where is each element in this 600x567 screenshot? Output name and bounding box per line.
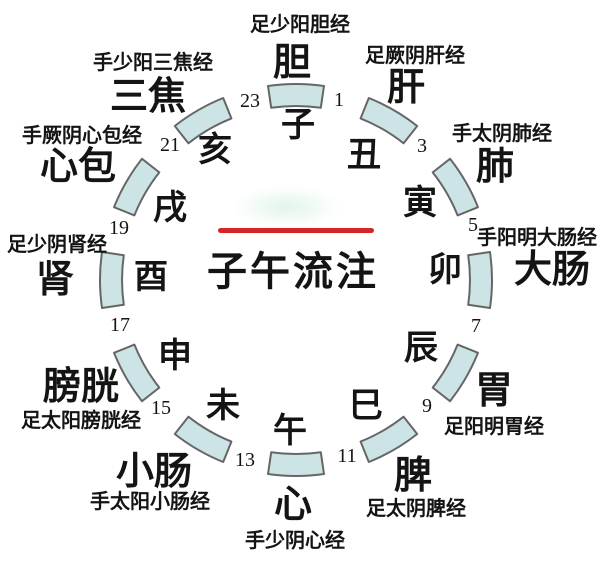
hour-mark-11: 11 <box>337 445 357 467</box>
organ-large-intestine: 大肠 <box>513 249 591 291</box>
hour-mark-5: 5 <box>468 214 478 236</box>
meridian-small-intestine: 手太阳小肠经 <box>90 491 210 513</box>
branch-chen: 辰 <box>404 330 438 367</box>
hour-mark-3: 3 <box>417 135 427 157</box>
arc-segment-11 <box>173 97 233 145</box>
meridian-lung: 手太阴肺经 <box>452 123 552 145</box>
meridian-liver: 足厥阴肝经 <box>365 45 465 67</box>
meridian-kidney: 足少阴肾经 <box>7 234 107 256</box>
branch-zi: 子 <box>281 107 315 144</box>
branch-mao: 卯 <box>428 252 462 289</box>
organ-heart: 心 <box>273 484 313 526</box>
organ-stomach: 胃 <box>474 370 514 412</box>
organ-lung: 肺 <box>475 146 515 188</box>
hour-mark-17: 17 <box>110 314 130 336</box>
arc-segment-9 <box>99 251 125 309</box>
branch-si: 巳 <box>349 388 383 425</box>
meridian-large-intestine: 手阳明大肠经 <box>477 227 597 249</box>
branch-you: 酉 <box>134 259 168 296</box>
diagram-title: 子午流注 <box>207 249 379 294</box>
watermark-smudge <box>232 186 342 228</box>
hour-mark-13: 13 <box>235 449 255 471</box>
hour-mark-21: 21 <box>160 134 180 156</box>
arc-segment-5 <box>359 415 419 463</box>
organ-gallbladder: 胆 <box>272 42 312 84</box>
hour-mark-1: 1 <box>334 89 344 111</box>
branch-wei: 未 <box>206 388 240 425</box>
hour-mark-23: 23 <box>240 90 260 112</box>
branch-chou: 丑 <box>347 137 381 174</box>
meridian-pericardium: 手厥阴心包经 <box>22 125 142 147</box>
branch-xu: 戌 <box>153 190 187 227</box>
arc-segment-1 <box>359 97 419 145</box>
branch-yin: 寅 <box>403 185 437 222</box>
arc-segment-7 <box>173 415 233 463</box>
hour-mark-19: 19 <box>109 217 129 239</box>
hour-mark-9: 9 <box>422 395 432 417</box>
arc-segment-2 <box>431 157 479 217</box>
organ-spleen: 脾 <box>393 455 433 497</box>
organ-bladder: 膀胱 <box>42 366 120 408</box>
organ-kidney: 肾 <box>35 259 75 301</box>
hour-mark-7: 7 <box>471 315 481 337</box>
branch-hai: 亥 <box>198 132 232 169</box>
meridian-spleen: 足太阴脾经 <box>366 498 466 520</box>
meridian-gallbladder: 足少阳胆经 <box>250 14 350 36</box>
hour-mark-15: 15 <box>151 397 171 419</box>
organ-liver: 肝 <box>386 67 426 109</box>
meridian-sanjiao: 手少阳三焦经 <box>93 52 213 74</box>
red-underline <box>218 228 374 233</box>
meridian-stomach: 足阳明胃经 <box>444 416 544 438</box>
arc-segment-3 <box>467 251 493 309</box>
branch-wu: 午 <box>273 413 307 450</box>
arc-segment-4 <box>431 343 479 403</box>
arc-segment-10 <box>113 157 161 217</box>
arc-segment-6 <box>267 451 325 477</box>
organ-sanjiao: 三焦 <box>109 76 187 118</box>
meridian-bladder: 足太阳膀胱经 <box>21 410 141 432</box>
branch-shen: 申 <box>158 338 192 375</box>
arc-segment-0 <box>267 83 325 109</box>
organ-pericardium: 心包 <box>39 146 117 188</box>
organ-small-intestine: 小肠 <box>115 451 193 493</box>
meridian-heart: 手少阴心经 <box>245 530 345 552</box>
arc-segment-8 <box>113 343 161 403</box>
